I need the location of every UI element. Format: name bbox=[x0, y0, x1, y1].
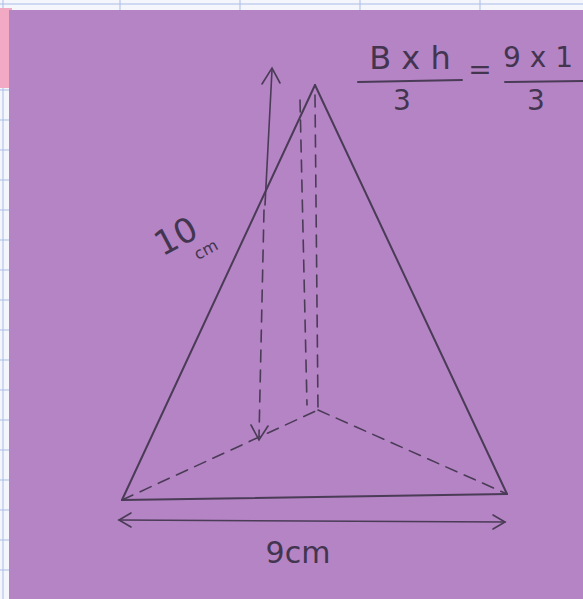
formula-text: 9 x 1 bbox=[503, 44, 573, 72]
formula-equals: = bbox=[468, 56, 491, 84]
pyramid bbox=[119, 68, 583, 529]
dimension-label: 9cm bbox=[266, 538, 331, 568]
formula-denominator: 3 bbox=[393, 87, 411, 115]
formula-text: B x h bbox=[369, 42, 451, 74]
sticky-note bbox=[9, 10, 583, 599]
formula-denominator: 3 bbox=[527, 87, 545, 115]
